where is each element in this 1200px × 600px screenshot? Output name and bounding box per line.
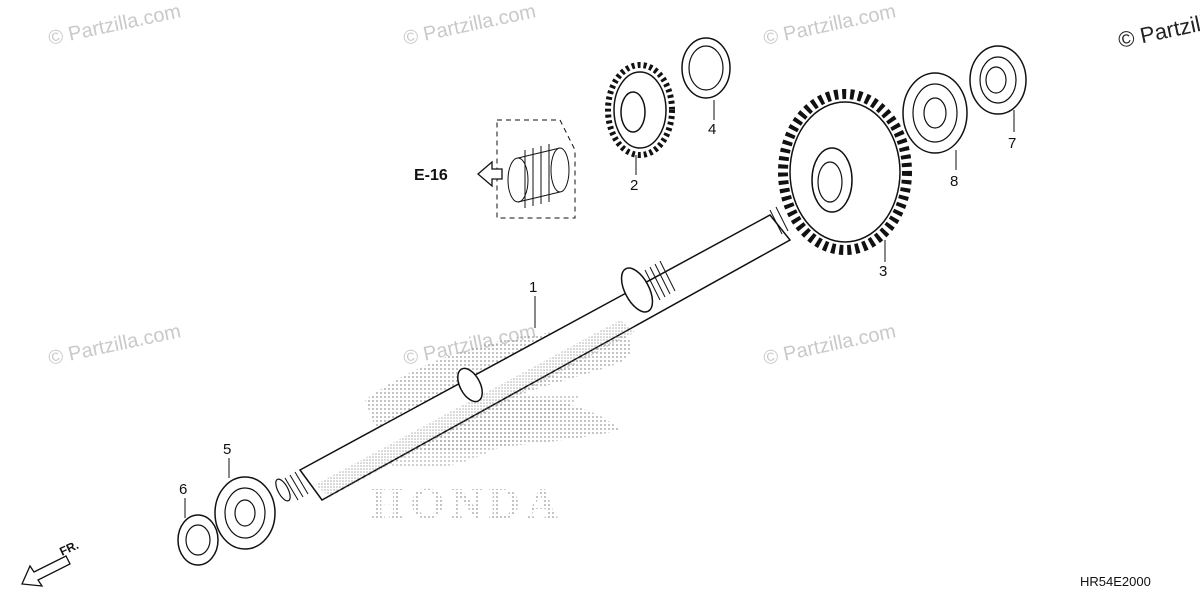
callout-2: 2 (630, 177, 638, 194)
front-direction-indicator: FR. (21, 538, 81, 587)
bearing-5 (214, 476, 276, 550)
oil-seal-6 (177, 514, 219, 566)
corner-watermark: © Partzilla.com (1116, 0, 1200, 53)
callout-1: 1 (529, 279, 537, 296)
watermarks: © Partzilla.com © Partzilla.com © Partzi… (46, 0, 897, 370)
gear-3 (778, 89, 912, 255)
gear-2 (605, 62, 675, 158)
reference-inset (477, 119, 576, 219)
arrow-down-left-icon (21, 555, 71, 587)
callout-5: 5 (223, 441, 231, 458)
leader-lines (184, 100, 1015, 518)
callout-6: 6 (179, 481, 187, 498)
watermark-text: © Partzilla.com (46, 0, 182, 50)
countershaft (275, 206, 792, 502)
callout-7: 7 (1008, 135, 1016, 152)
front-label: FR. (57, 538, 80, 559)
oil-seal-7 (969, 45, 1027, 115)
callouts: 1 2 3 4 5 6 7 8 (179, 121, 1016, 498)
thrust-washer-4 (681, 37, 731, 99)
arrow-left-icon (477, 160, 503, 188)
reference-label: E-16 (414, 167, 448, 184)
watermark-text: © Partzilla.com (401, 0, 537, 50)
bearing-8 (902, 72, 968, 154)
diagram-code: HR54E2000 (1080, 574, 1151, 589)
callout-4: 4 (708, 121, 716, 138)
watermark-text: © Partzilla.com (761, 320, 897, 370)
watermark-text: © Partzilla.com (761, 0, 897, 50)
callout-8: 8 (950, 173, 958, 190)
watermark-text: © Partzilla.com (46, 320, 182, 370)
callout-3: 3 (879, 263, 887, 280)
honda-logo-text: HONDA (370, 479, 564, 528)
